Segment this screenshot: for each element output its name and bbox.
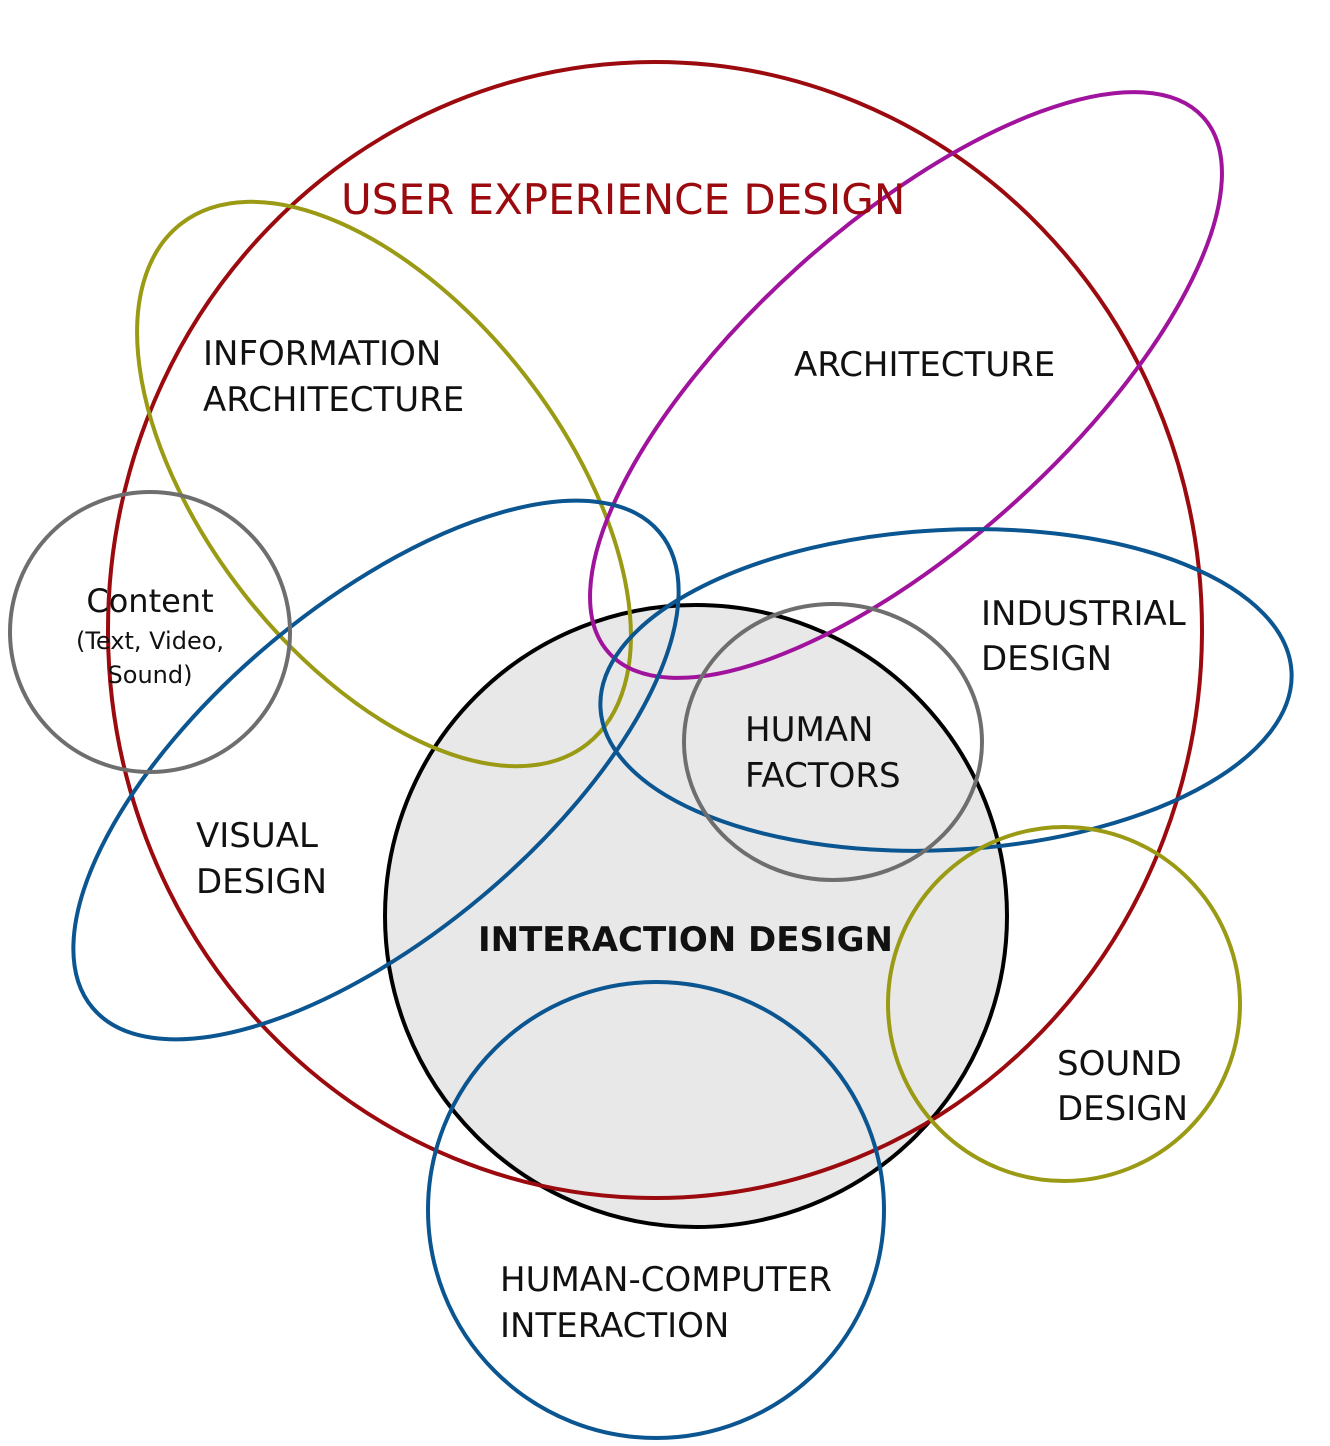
industrial-design-ellipse	[598, 527, 1294, 853]
industrial-design-label-line1: INDUSTRIAL	[981, 594, 1186, 634]
visual-design-label-line2: DESIGN	[196, 862, 327, 902]
information-architecture-label-line2: ARCHITECTURE	[203, 380, 464, 420]
architecture-ellipse	[588, 90, 1224, 680]
visual-design-ellipse	[71, 498, 681, 1042]
information-architecture-ellipse	[135, 199, 633, 769]
ux-design-title: USER EXPERIENCE DESIGN	[341, 175, 905, 224]
interaction-design-circle	[383, 603, 1009, 1229]
content-label: Content	[86, 582, 213, 620]
hci-label-line1: HUMAN-COMPUTER	[500, 1260, 832, 1300]
content-circle	[8, 490, 292, 774]
industrial-design-label-line2: DESIGN	[981, 639, 1112, 679]
hci-label-line2: INTERACTION	[500, 1306, 729, 1346]
sound-design-label-line2: DESIGN	[1057, 1089, 1188, 1129]
visual-design-label-line1: VISUAL	[196, 816, 318, 856]
content-sublabel-line1: (Text, Video,	[76, 627, 224, 655]
ux-design-circle	[106, 60, 1204, 1200]
human-factors-circle	[682, 602, 984, 882]
sound-design-label-line1: SOUND	[1057, 1044, 1182, 1084]
hci-circle	[426, 980, 886, 1440]
architecture-label: ARCHITECTURE	[794, 345, 1055, 385]
interaction-design-label: INTERACTION DESIGN	[478, 920, 893, 960]
content-sublabel-line2: Sound)	[108, 661, 193, 689]
human-factors-label-line1: HUMAN	[745, 710, 873, 750]
information-architecture-label-line1: INFORMATION	[203, 334, 441, 374]
sound-design-circle	[886, 825, 1242, 1183]
human-factors-label-line2: FACTORS	[745, 756, 901, 796]
